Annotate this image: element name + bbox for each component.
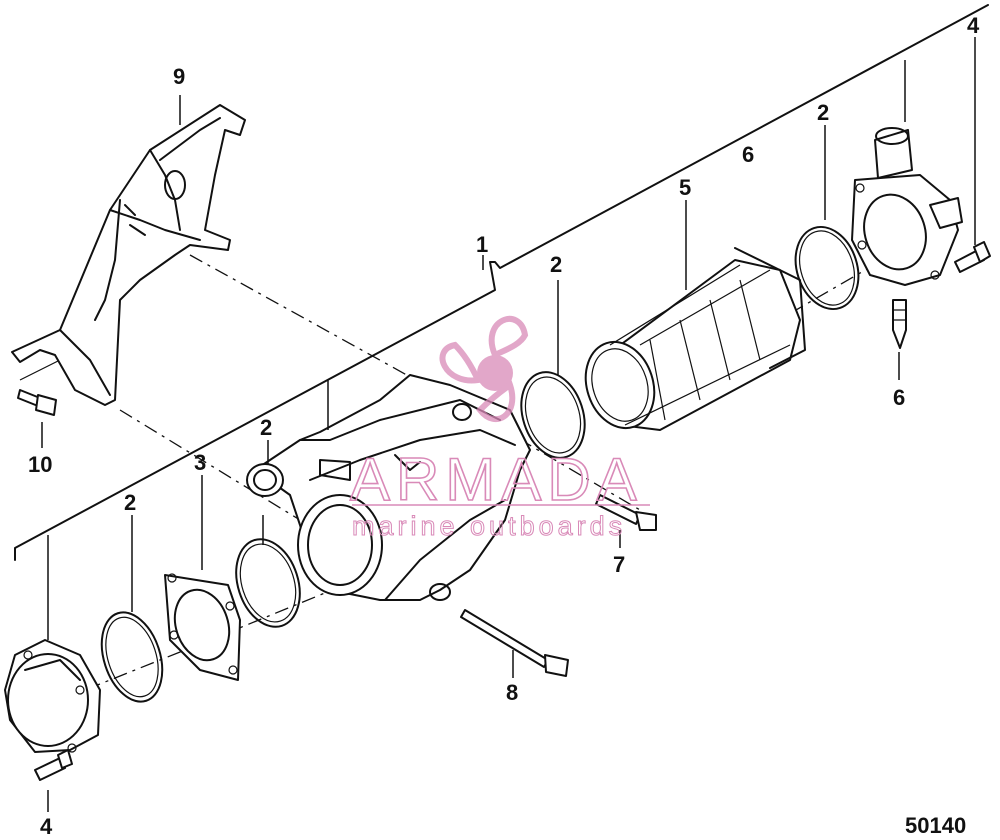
- o-ring-gasket-right: [794, 225, 860, 311]
- screw-bracket: [17, 389, 57, 416]
- mounting-bracket: [11, 104, 246, 406]
- callout-6: 6: [742, 142, 754, 167]
- screw-left: [34, 749, 73, 781]
- screw-short: [595, 494, 657, 531]
- screw-long: [460, 609, 569, 677]
- callout-10: 10: [28, 452, 52, 477]
- watermark-subtitle: marine outboards: [352, 511, 626, 541]
- watermark-title: ARMADA: [350, 446, 643, 513]
- o-ring-gasket-center: [520, 371, 586, 459]
- screw-right: [954, 241, 991, 273]
- end-cap-right: [851, 127, 963, 286]
- end-cap-left: [4, 639, 101, 753]
- heat-exchanger-housing: [246, 374, 531, 601]
- assembly-bracket-line-6: [19, 359, 61, 381]
- flat-gasket: [164, 573, 241, 681]
- callout-4: 4: [40, 814, 53, 839]
- figure-id: 50140: [905, 813, 966, 838]
- o-ring-gasket-left: [100, 611, 164, 703]
- callout-8: 8: [506, 680, 518, 705]
- callout-2: 2: [260, 415, 272, 440]
- callout-2: 2: [817, 100, 829, 125]
- tube-bundle: [584, 247, 806, 431]
- o-ring-gasket-housing: [235, 538, 301, 628]
- callout-4: 4: [967, 13, 980, 38]
- callout-6: 6: [893, 385, 905, 410]
- callout-2: 2: [550, 252, 562, 277]
- callout-5: 5: [679, 175, 691, 200]
- watermark-logo: [439, 315, 529, 423]
- callout-1: 1: [476, 232, 488, 257]
- assembly-bracket-line: [14, 4, 989, 561]
- callout-2: 2: [124, 490, 136, 515]
- callout-9: 9: [173, 64, 185, 89]
- drain-plug: [892, 299, 907, 349]
- callout-3: 3: [194, 450, 206, 475]
- callout-7: 7: [613, 552, 625, 577]
